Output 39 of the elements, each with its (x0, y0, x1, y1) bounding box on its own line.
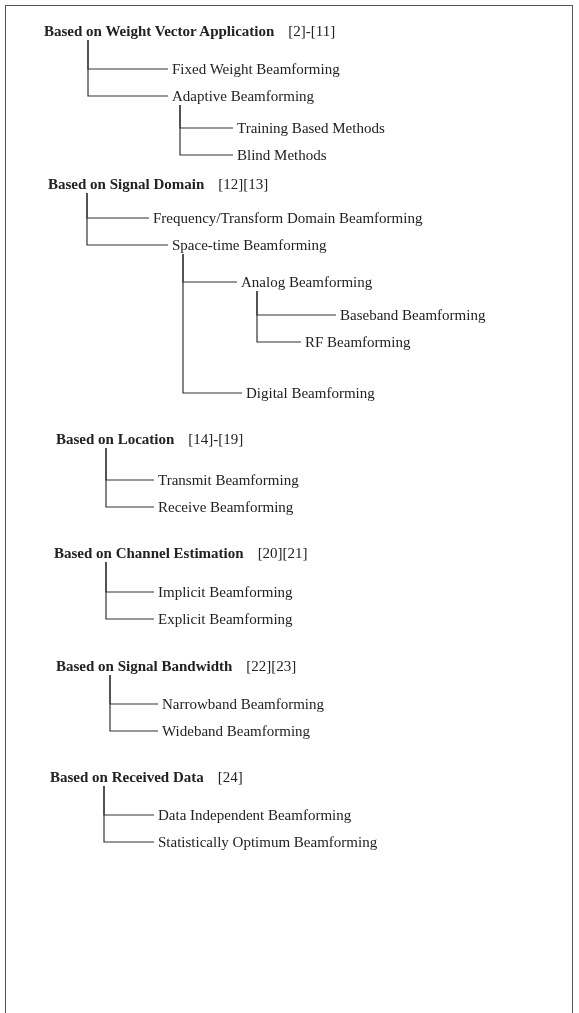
tree-item: Frequency/Transform Domain Beamforming (153, 209, 423, 227)
category-heading: Based on Weight Vector Application (44, 23, 275, 39)
reference-number: [14]-[19] (188, 431, 244, 447)
reference-number: [24] (217, 769, 243, 785)
connector-line (179, 104, 234, 156)
connector-line (105, 447, 155, 508)
category-heading: Based on Signal Domain (48, 176, 205, 192)
reference-number: [12][13] (218, 176, 269, 192)
connector-line (86, 192, 169, 246)
tree-item: Narrowband Beamforming (162, 695, 325, 713)
category-heading: Based on Received Data (50, 769, 204, 785)
connector-line (256, 290, 302, 343)
tree-item: Analog Beamforming (241, 273, 373, 291)
tree-item: Digital Beamforming (246, 384, 375, 402)
tree-item: Data Independent Beamforming (158, 806, 352, 824)
tree-item: Space-time Beamforming (172, 236, 327, 254)
category-heading: Based on Signal Bandwidth (56, 658, 233, 674)
tree-item: Training Based Methods (237, 119, 385, 137)
connector-line (87, 39, 169, 97)
tree-item: Baseband Beamforming (340, 306, 486, 324)
reference-number: [20][21] (257, 545, 308, 561)
tree-item: RF Beamforming (305, 333, 411, 351)
category-heading: Based on Location (56, 431, 175, 447)
tree-item: Wideband Beamforming (162, 722, 311, 740)
reference-number: [2]-[11] (288, 23, 336, 39)
connector-line (182, 253, 243, 394)
connector-line (103, 785, 155, 843)
connector-line (109, 674, 159, 732)
tree-item: Blind Methods (237, 146, 327, 164)
tree-item: Explicit Beamforming (158, 610, 293, 628)
tree-item: Receive Beamforming (158, 498, 294, 516)
reference-number: [22][23] (246, 658, 297, 674)
category-heading: Based on Channel Estimation (54, 545, 244, 561)
tree-item: Adaptive Beamforming (172, 87, 315, 105)
tree-item: Fixed Weight Beamforming (172, 60, 340, 78)
tree-item: Statistically Optimum Beamforming (158, 833, 378, 851)
tree-item: Transmit Beamforming (158, 471, 299, 489)
connector-line (105, 561, 155, 620)
tree-item: Implicit Beamforming (158, 583, 293, 601)
